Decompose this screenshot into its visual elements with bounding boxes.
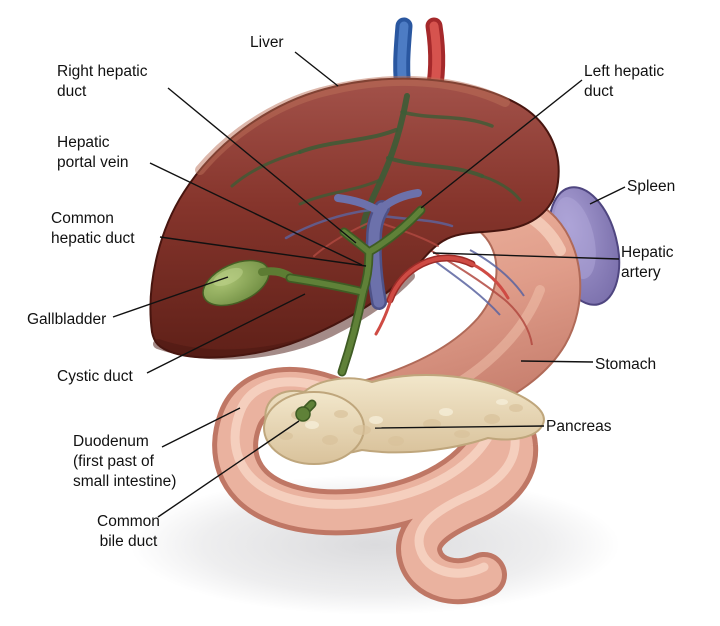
- label-common-bile-duct: Common bile duct: [97, 513, 160, 550]
- label-cystic-duct: Cystic duct: [57, 368, 133, 385]
- label-stomach: Stomach: [595, 356, 657, 373]
- label-spleen: Spleen: [627, 178, 676, 195]
- label-hepatic-portal-vein: Hepatic portal vein: [57, 134, 129, 171]
- label-liver: Liver: [250, 34, 284, 51]
- label-pancreas: Pancreas: [546, 418, 612, 435]
- label-hepatic-artery: Hepatic artery: [621, 244, 674, 281]
- label-gallbladder: Gallbladder: [27, 311, 107, 328]
- label-duodenum: Duodenum (first past of small intestine): [73, 433, 177, 490]
- label-left-hepatic-duct: Left hepatic duct: [584, 63, 665, 100]
- label-common-hepatic-duct: Common hepatic duct: [51, 210, 135, 247]
- label-right-hepatic-duct: Right hepatic duct: [57, 63, 148, 100]
